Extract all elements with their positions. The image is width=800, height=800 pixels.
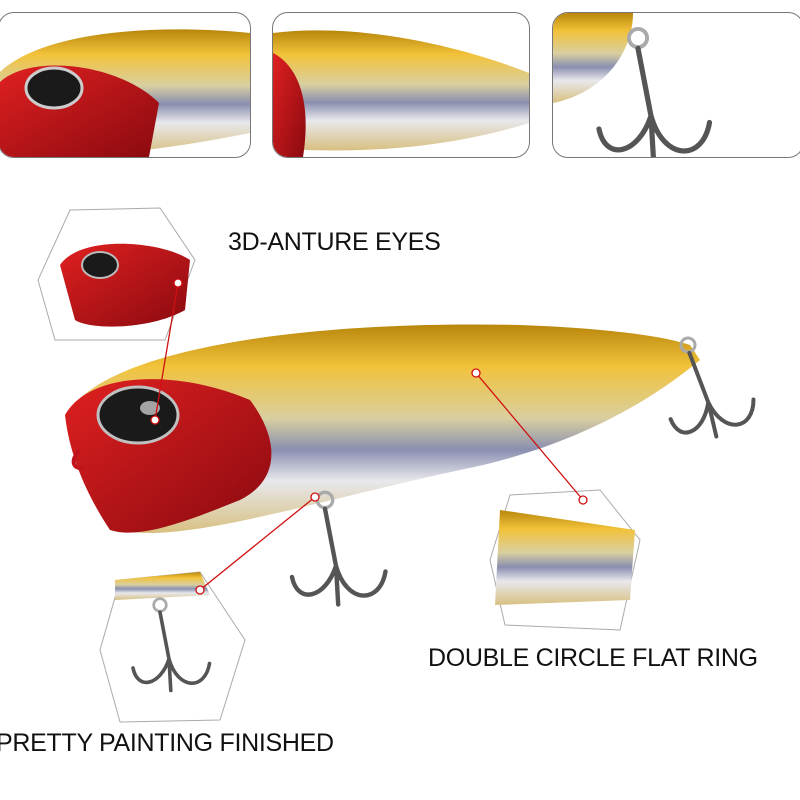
callout-lines	[150, 278, 588, 595]
main-lure	[65, 324, 761, 604]
detail-box-head	[0, 12, 251, 158]
label-ring: DOUBLE CIRCLE FLAT RING	[428, 644, 758, 672]
label-eyes: 3D-ANTURE EYES	[228, 228, 441, 256]
label-painting: PRETTY PAINTING FINISHED	[0, 729, 334, 757]
detail-box-hook	[552, 12, 800, 158]
detail-box-body	[272, 12, 530, 158]
